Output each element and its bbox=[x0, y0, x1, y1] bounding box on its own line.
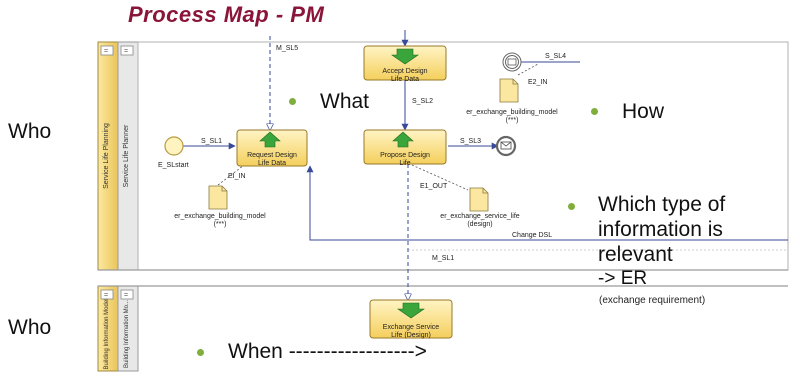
slide-title: Process Map - PM bbox=[128, 2, 325, 27]
label-start-event: E_SLstart bbox=[158, 162, 189, 169]
task-propose-design-life[interactable]: Propose Design Life bbox=[363, 129, 447, 167]
pool-label-bottom: Building Information Model bbox=[104, 298, 110, 369]
task-propose-line2: Life bbox=[399, 160, 410, 167]
annotation-which-line1: Which type of bbox=[598, 193, 726, 216]
label-s-sl4: S_SL4 bbox=[545, 53, 566, 60]
annotation-when: When ------------------> bbox=[228, 340, 427, 363]
task-accept-line1: Accept Design bbox=[382, 68, 427, 75]
task-accept-design-life-data[interactable]: Accept Design Life Data bbox=[363, 45, 447, 83]
task-request-design-life-data[interactable]: Request Design Life Data bbox=[236, 129, 308, 167]
pool-marker-top: = bbox=[104, 48, 108, 55]
annotation-what: What bbox=[320, 90, 370, 113]
annotation-which-line2: information is bbox=[598, 218, 723, 241]
label-e1-out: E1_OUT bbox=[420, 183, 448, 190]
data-object-er-left[interactable]: er_exchange_building_model (***) bbox=[174, 185, 266, 228]
annotation-which-note: (exchange requirement) bbox=[599, 295, 706, 306]
label-m-sl5: M_SL5 bbox=[276, 45, 298, 52]
send-arrow-icon bbox=[259, 131, 281, 148]
data-object-er-top-name: er_exchange_building_model bbox=[466, 109, 558, 116]
annotation-which-line3: relevant bbox=[598, 243, 673, 266]
label-s-sl1: S_SL1 bbox=[201, 138, 222, 145]
lane-label-bottom: Building Information Mo... bbox=[124, 300, 130, 368]
annotation-who-bottom: Who bbox=[8, 316, 52, 339]
association-e2-in bbox=[517, 63, 539, 76]
lane-marker-bottom: = bbox=[124, 292, 128, 299]
send-arrow-icon bbox=[392, 131, 414, 148]
pool-service-life-planning bbox=[97, 41, 789, 271]
end-event-message bbox=[495, 135, 517, 157]
lane-label-top: Service Life Planner bbox=[123, 124, 130, 187]
task-exchange-line1: Exchange Service bbox=[383, 324, 440, 331]
label-s-sl3: S_SL3 bbox=[460, 138, 481, 145]
task-propose-line1: Propose Design bbox=[380, 152, 430, 159]
pool-label-top: Service Life Planning bbox=[103, 123, 110, 189]
data-object-er-top-note: (***) bbox=[506, 117, 519, 124]
data-object-er-top[interactable]: er_exchange_building_model (***) bbox=[466, 78, 558, 124]
task-request-line1: Request Design bbox=[247, 152, 297, 159]
task-exchange-line2: Life (Design) bbox=[391, 332, 431, 339]
bullet-how bbox=[591, 108, 598, 115]
task-exchange-service-life[interactable]: Exchange Service Life (Design) bbox=[369, 299, 453, 339]
lane-marker-top: = bbox=[124, 48, 128, 55]
bullet-when bbox=[197, 349, 204, 356]
bullet-what bbox=[289, 98, 296, 105]
label-s-sl2: S_SL2 bbox=[412, 98, 433, 105]
data-object-er-service[interactable]: er_exchange_service_life (design) bbox=[440, 187, 520, 228]
receive-arrow-icon bbox=[391, 48, 419, 65]
intermediate-event-message bbox=[502, 52, 522, 72]
receive-arrow-icon bbox=[397, 302, 425, 319]
label-ei-in: EI_IN bbox=[228, 173, 246, 180]
label-change-dsl: Change DSL bbox=[512, 232, 552, 239]
annotation-which-line4: -> ER bbox=[598, 268, 648, 289]
label-e2-in: E2_IN bbox=[528, 79, 547, 86]
data-object-er-left-note: (***) bbox=[214, 221, 227, 228]
label-m-sl1: M_SL1 bbox=[432, 255, 454, 262]
start-event bbox=[164, 136, 184, 156]
data-object-er-service-note: (design) bbox=[467, 221, 492, 228]
data-object-er-service-name: er_exchange_service_life bbox=[440, 213, 519, 220]
annotation-who-top: Who bbox=[8, 120, 52, 143]
task-request-line2: Life Data bbox=[258, 160, 286, 167]
annotation-how: How bbox=[622, 100, 665, 123]
data-object-er-left-name: er_exchange_building_model bbox=[174, 213, 266, 220]
pool-marker-bottom: = bbox=[104, 292, 108, 299]
pool-building-information-model bbox=[97, 285, 788, 372]
task-accept-line2: Life Data bbox=[391, 76, 419, 83]
bullet-which bbox=[568, 203, 575, 210]
